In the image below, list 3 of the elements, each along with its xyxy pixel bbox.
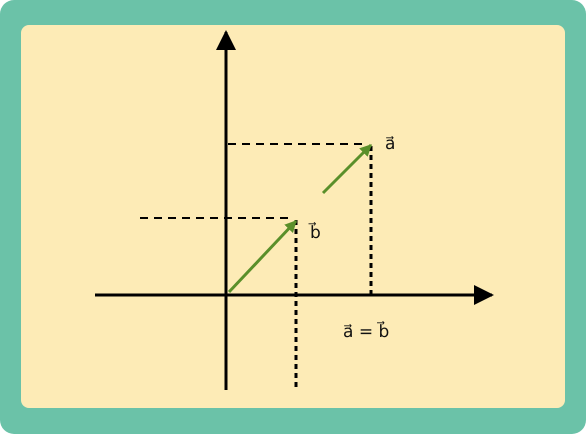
vector-label: b⃗ [310, 223, 321, 243]
equation-label: a⃗ = b⃗ [343, 322, 390, 342]
vector-label: a⃗ [385, 134, 396, 154]
